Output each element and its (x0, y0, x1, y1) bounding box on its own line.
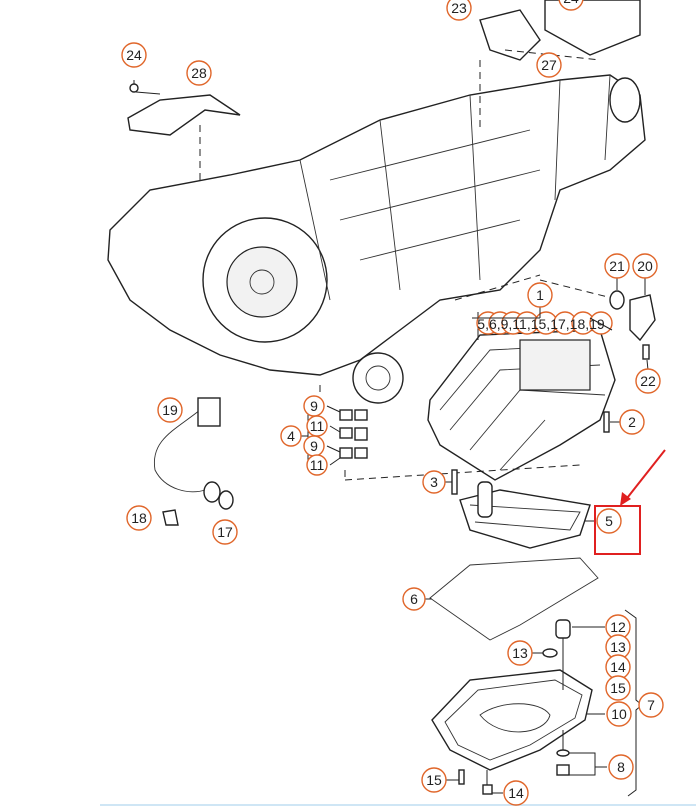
callout: 23 (446, 0, 472, 21)
callout: 20 (632, 253, 658, 279)
svg-text:14: 14 (508, 785, 524, 801)
svg-text:5: 5 (605, 513, 613, 529)
svg-text:14: 14 (610, 659, 626, 675)
svg-text:8: 8 (617, 759, 625, 775)
callout: 4 (280, 425, 302, 447)
svg-text:11: 11 (310, 457, 325, 473)
callout: 8 (608, 754, 634, 780)
svg-text:1: 1 (536, 287, 544, 303)
callout-highlighted: 5 (596, 508, 622, 534)
svg-text:24: 24 (563, 0, 579, 6)
svg-text:4: 4 (287, 428, 295, 444)
svg-text:11: 11 (310, 418, 325, 434)
svg-text:10: 10 (611, 706, 627, 722)
callout: 7 (638, 692, 664, 718)
svg-text:21: 21 (609, 258, 625, 274)
callout: 1 (527, 282, 553, 308)
transmission-housing (107, 0, 646, 404)
callout: 13 (605, 634, 631, 660)
callout: 10 (606, 701, 632, 727)
callout: 24 (558, 0, 584, 11)
svg-text:27: 27 (541, 57, 557, 73)
svg-text:13: 13 (610, 639, 626, 655)
svg-text:12: 12 (610, 619, 626, 635)
valve-body (427, 329, 616, 481)
callout: 18 (126, 505, 152, 531)
callout: 14 (503, 780, 529, 806)
callout: 15 (421, 767, 447, 793)
svg-text:17: 17 (217, 524, 233, 540)
svg-text:9: 9 (310, 398, 318, 414)
svg-text:20: 20 (637, 258, 653, 274)
bolt-part (129, 83, 139, 93)
svg-text:23: 23 (451, 0, 467, 16)
callout: 28 (186, 60, 212, 86)
callout: 19 (157, 397, 183, 423)
callout: 9 (303, 435, 325, 457)
callout: 9 (303, 395, 325, 417)
svg-text:5,6,9,11,15,17,18,19: 5,6,9,11,15,17,18,19 (477, 316, 605, 332)
callout: 11 (306, 415, 328, 437)
svg-text:22: 22 (640, 373, 656, 389)
callout-group: 5,6,9,11,15,17,18,19 (472, 308, 613, 335)
svg-text:3: 3 (430, 474, 438, 490)
highlight-box (594, 505, 641, 555)
callout: 27 (536, 52, 562, 78)
callout: 11 (306, 454, 328, 476)
highlight-arrow (623, 449, 666, 503)
svg-text:28: 28 (191, 65, 207, 81)
callout: 17 (212, 519, 238, 545)
callout: 21 (604, 253, 630, 279)
svg-text:2: 2 (628, 414, 636, 430)
callout: 6 (402, 587, 426, 611)
bracket-part (127, 94, 241, 136)
svg-text:15: 15 (426, 772, 442, 788)
callout: 24 (121, 42, 147, 68)
callout: 2 (619, 409, 645, 435)
solenoid-group (339, 409, 368, 459)
svg-text:24: 24 (126, 47, 142, 63)
svg-text:13: 13 (512, 645, 528, 661)
svg-text:7: 7 (647, 697, 655, 713)
svg-text:6: 6 (410, 591, 418, 607)
svg-text:15: 15 (610, 680, 626, 696)
callout: 3 (422, 470, 446, 494)
oil-pan-part (431, 669, 593, 771)
svg-text:9: 9 (310, 438, 318, 454)
callout: 13 (507, 640, 533, 666)
callout: 22 (635, 368, 661, 394)
callout: 15 (605, 675, 631, 701)
svg-text:19: 19 (162, 402, 178, 418)
svg-text:18: 18 (131, 510, 147, 526)
